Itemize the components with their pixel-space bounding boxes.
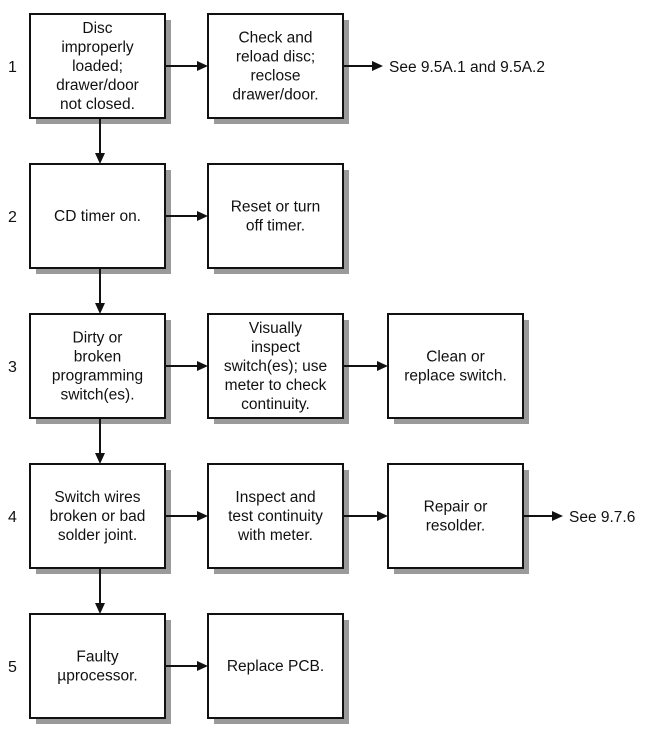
box-frame: [29, 163, 166, 269]
arrow-right: [165, 361, 208, 371]
box-text-line: not closed.: [60, 96, 135, 113]
flowchart-box: Inspect and test continuity with meter.: [207, 463, 349, 574]
box-frame: [387, 463, 524, 569]
box-text-line: reclose: [251, 68, 301, 85]
box-text-line: switch(es).: [60, 387, 134, 404]
box-text-line: drawer/door: [56, 77, 139, 94]
box-frame: [29, 313, 166, 419]
box-text-line: Switch wires: [54, 489, 140, 506]
row-number: 2: [8, 209, 17, 226]
arrow-right: [165, 511, 208, 521]
box-text-line: CD timer on.: [54, 208, 141, 225]
box-text-line: Inspect and: [235, 489, 315, 506]
flowchart-box: Visually inspect switch(es); use meter to c…: [207, 313, 349, 424]
arrow-right: [165, 61, 208, 71]
box-text-line: Visually: [249, 320, 302, 337]
arrow-down: [95, 118, 105, 164]
box-text-line: Clean or: [426, 349, 485, 366]
box-text-line: Replace PCB.: [227, 658, 324, 675]
box-frame: [207, 163, 344, 269]
box-text-line: improperly: [61, 39, 134, 56]
box-text-line: Dirty or: [73, 330, 123, 347]
box-text-line: Disc: [82, 20, 112, 37]
flowchart-box: Clean or replace switch.: [387, 313, 529, 424]
box-text-line: test continuity: [228, 508, 323, 525]
box-text-line: broken or bad: [50, 508, 146, 525]
flowchart-box: Repair or resolder.: [387, 463, 529, 574]
row-number: 5: [8, 659, 17, 676]
box-text-line: reload disc;: [236, 49, 315, 66]
arrow-right: [343, 361, 388, 371]
arrow-down: [95, 568, 105, 614]
box-text-line: Faulty: [76, 649, 118, 666]
box-text-line: loaded;: [72, 58, 123, 75]
row-number: 4: [8, 509, 17, 526]
flowchart-box: Dirty or broken programming switch(es).: [29, 313, 171, 424]
box-text-line: solder joint.: [58, 527, 137, 544]
row-number: 3: [8, 359, 17, 376]
box-frame: [207, 13, 344, 119]
box-frame: [29, 463, 166, 569]
box-text-line: replace switch.: [404, 368, 507, 385]
reference-text: See 9.7.6: [569, 509, 635, 526]
box-text-line: programming: [52, 368, 143, 385]
box-text-line: broken: [74, 349, 121, 366]
box-text-line: Repair or: [424, 499, 488, 516]
flowchart-box: CD timer on.: [29, 163, 171, 274]
flowchart-box: Switch wires broken or bad solder joint.: [29, 463, 171, 574]
reference-arrow: [343, 61, 383, 71]
box-text-line: Reset or turn: [231, 199, 321, 216]
flowchart-box: Faulty µprocessor.: [29, 613, 171, 724]
box-frame: [387, 313, 524, 419]
box-text-line: continuity.: [241, 396, 310, 413]
box-text-line: off timer.: [246, 218, 305, 235]
box-frame: [29, 13, 166, 119]
box-text-line: µprocessor.: [57, 668, 137, 685]
box-text-line: meter to check: [225, 377, 327, 394]
box-frame: [207, 463, 344, 569]
box-frame: [29, 613, 166, 719]
box-text-line: resolder.: [426, 518, 485, 535]
flowchart-box: Disc improperly loaded; drawer/door not clos…: [29, 13, 171, 124]
box-frame: [207, 613, 344, 719]
arrow-down: [95, 418, 105, 464]
box-text-line: Check and: [238, 30, 312, 47]
arrow-right: [165, 211, 208, 221]
box-text-line: switch(es); use: [224, 358, 327, 375]
arrow-down: [95, 268, 105, 314]
flowchart-box: Check and reload disc; reclose drawer/door.: [207, 13, 349, 124]
row-number: 1: [8, 59, 17, 76]
arrow-right: [165, 661, 208, 671]
box-text-line: with meter.: [237, 527, 313, 544]
reference-text: See 9.5A.1 and 9.5A.2: [389, 59, 545, 76]
flowchart-box: Reset or turn off timer.: [207, 163, 349, 274]
box-text-line: inspect: [251, 339, 301, 356]
reference-arrow: [523, 511, 563, 521]
box-text-line: drawer/door.: [232, 87, 318, 104]
flowchart-box: Replace PCB.: [207, 613, 349, 724]
arrow-right: [343, 511, 388, 521]
